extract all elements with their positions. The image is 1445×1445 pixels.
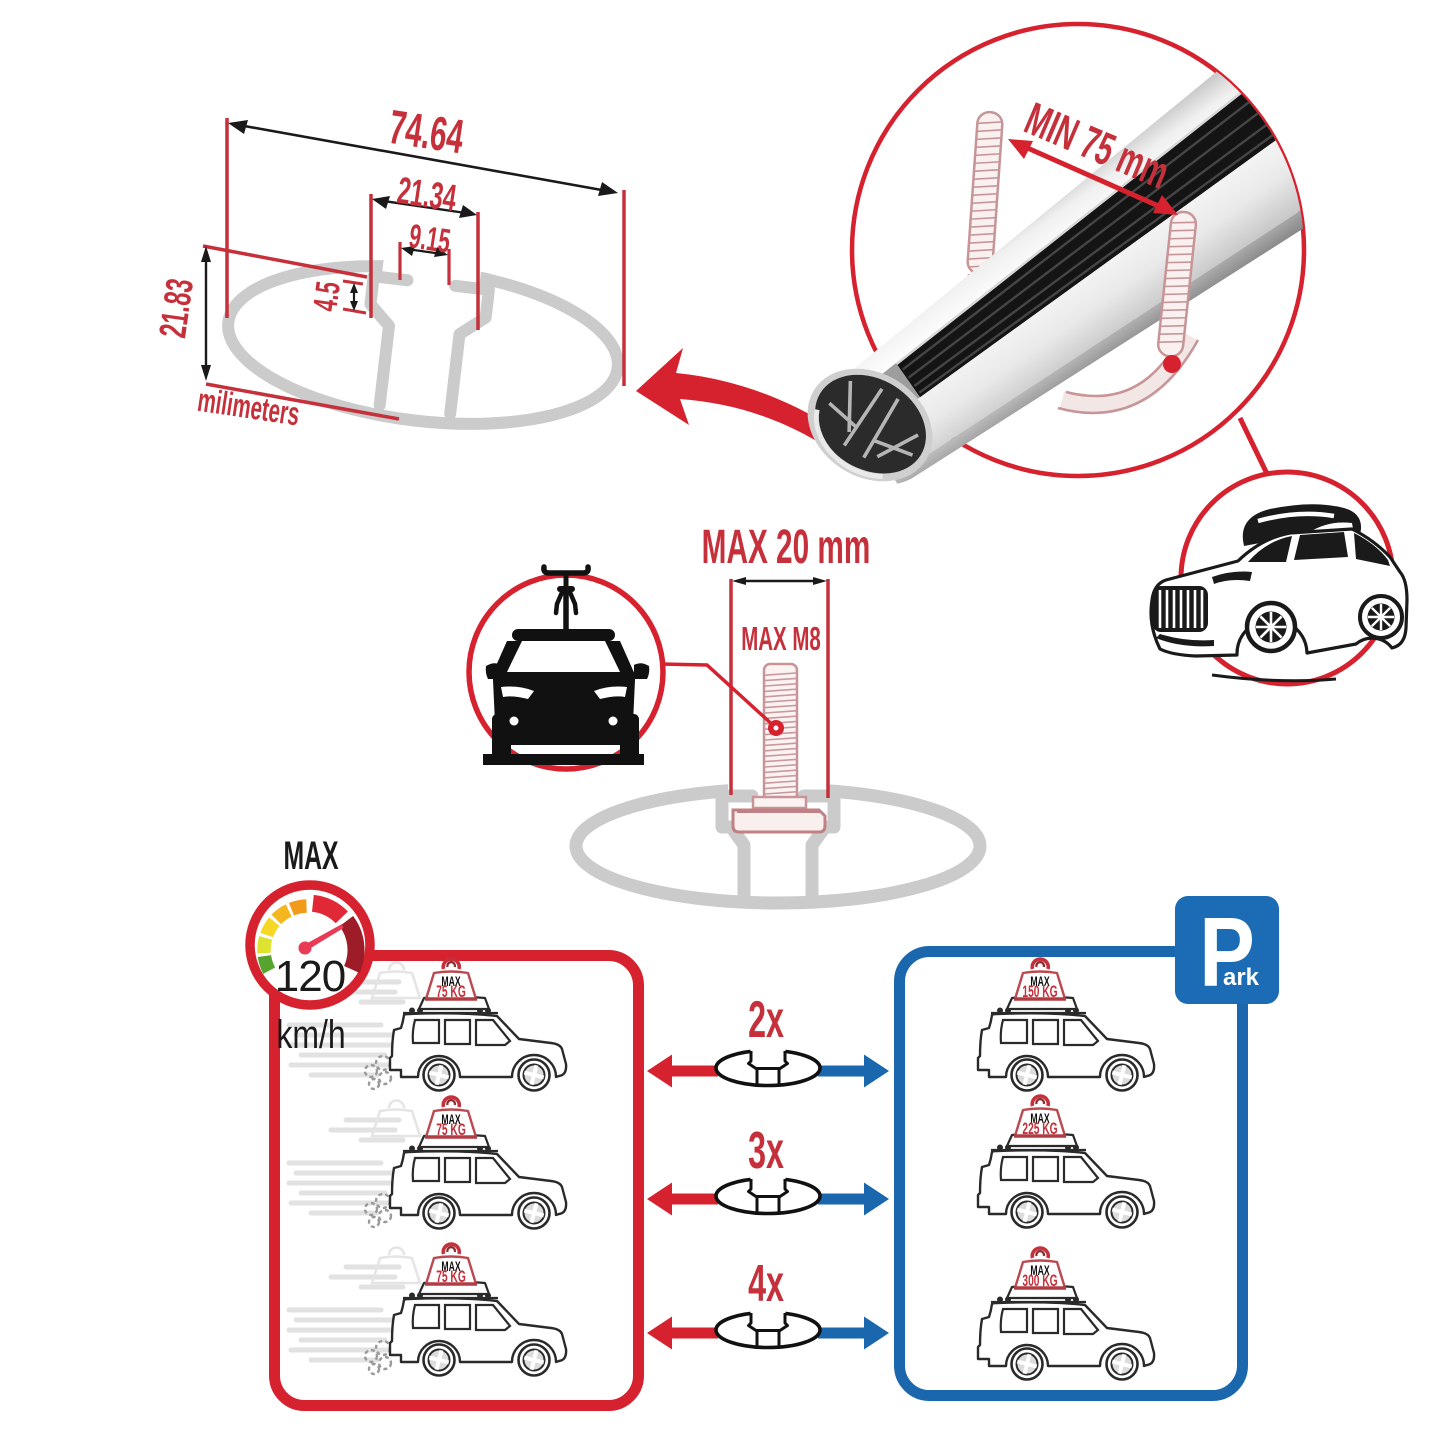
svg-text:MAX: MAX [441, 1112, 460, 1128]
svg-text:MAX: MAX [441, 974, 460, 990]
svg-text:2x: 2x [748, 991, 784, 1049]
svg-text:MAX: MAX [1030, 1111, 1049, 1127]
svg-text:MAX: MAX [1030, 974, 1049, 990]
svg-text:225 KG: 225 KG [1022, 1120, 1057, 1138]
svg-text:MAX M8: MAX M8 [741, 620, 821, 657]
svg-text:120: 120 [275, 952, 345, 1001]
svg-text:21.34: 21.34 [395, 168, 460, 220]
svg-text:75 KG: 75 KG [436, 1268, 466, 1286]
svg-text:P: P [1199, 899, 1255, 1008]
svg-text:300 KG: 300 KG [1022, 1272, 1057, 1290]
svg-text:75 KG: 75 KG [436, 1121, 466, 1139]
svg-text:ark: ark [1223, 964, 1260, 991]
svg-text:MAX: MAX [1030, 1263, 1049, 1279]
svg-text:74.64: 74.64 [386, 101, 467, 164]
svg-text:MAX: MAX [441, 1259, 460, 1275]
svg-text:9.15: 9.15 [407, 216, 453, 260]
svg-text:MAX 20 mm: MAX 20 mm [702, 521, 871, 574]
svg-text:4.5: 4.5 [305, 279, 347, 313]
svg-text:75 KG: 75 KG [436, 983, 466, 1001]
svg-text:MAX: MAX [283, 834, 338, 878]
svg-text:3x: 3x [748, 1122, 784, 1180]
svg-text:km/h: km/h [276, 1012, 345, 1057]
svg-text:21.83: 21.83 [150, 276, 201, 340]
svg-text:150 KG: 150 KG [1022, 983, 1057, 1001]
svg-text:4x: 4x [748, 1255, 784, 1313]
